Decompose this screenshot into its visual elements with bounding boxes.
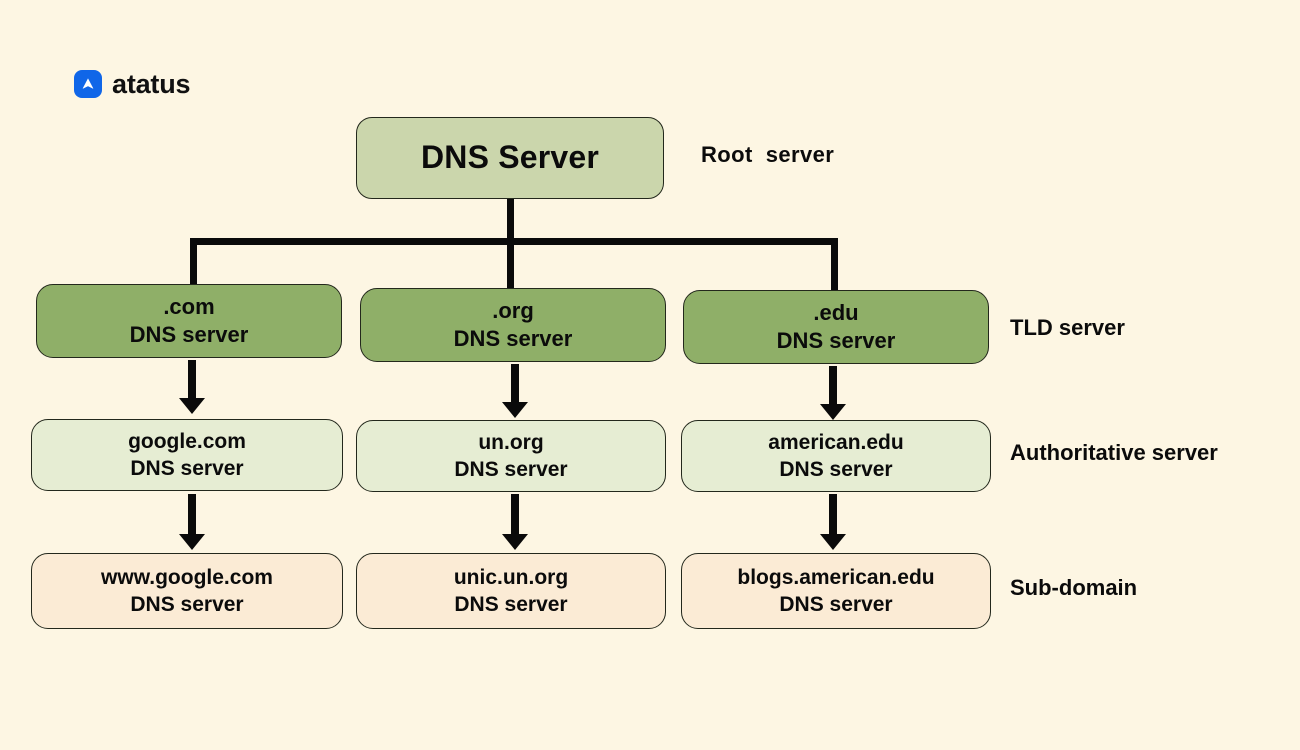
connector-drop-org: [507, 238, 514, 290]
node-root-label: DNS Server: [420, 139, 600, 176]
down-arrow-icon: [502, 494, 528, 550]
down-arrow-icon: [502, 364, 528, 420]
node-title: .edu: [813, 299, 859, 325]
tier-label-tld: TLD server: [1010, 315, 1125, 340]
brand-name: atatus: [112, 68, 191, 99]
node-title: blogs.american.edu: [737, 565, 935, 589]
node-subtitle: DNS server: [129, 321, 249, 347]
down-arrow-icon: [179, 494, 205, 550]
node-subtitle: DNS server: [453, 325, 573, 351]
down-arrow-icon: [179, 360, 205, 416]
node-root-dns-server[interactable]: DNS Server: [356, 117, 664, 199]
node-authoritative-un[interactable]: un.org DNS server: [356, 420, 666, 492]
node-subtitle: DNS server: [776, 327, 896, 353]
connector-horizontal-bus: [190, 238, 838, 245]
node-authoritative-american[interactable]: american.edu DNS server: [681, 420, 991, 492]
connector-drop-com: [190, 238, 197, 286]
down-arrow-icon: [820, 366, 846, 420]
node-subdomain-blogs-american[interactable]: blogs.american.edu DNS server: [681, 553, 991, 629]
node-title: .com: [163, 293, 215, 319]
node-subtitle: DNS server: [779, 592, 893, 616]
tier-label-subdomain: Sub-domain: [1010, 575, 1138, 600]
node-title: unic.un.org: [453, 565, 569, 589]
node-title: www.google.com: [101, 565, 273, 589]
node-subtitle: DNS server: [454, 457, 568, 481]
node-title: .org: [492, 297, 534, 323]
atatus-logo: atatus: [74, 68, 191, 99]
node-subdomain-unic-un[interactable]: unic.un.org DNS server: [356, 553, 666, 629]
connector-root-stem: [507, 199, 514, 244]
node-authoritative-google[interactable]: google.com DNS server: [31, 419, 343, 491]
node-tld-org[interactable]: .org DNS server: [360, 288, 666, 362]
down-arrow-icon: [820, 494, 846, 550]
node-title: un.org: [478, 430, 544, 454]
node-title: google.com: [128, 429, 246, 453]
node-title: american.edu: [768, 430, 904, 454]
node-subtitle: DNS server: [130, 592, 244, 616]
node-subtitle: DNS server: [454, 592, 568, 616]
tier-label-authoritative: Authoritative server: [1010, 440, 1218, 465]
node-tld-edu[interactable]: .edu DNS server: [683, 290, 989, 364]
node-tld-com[interactable]: .com DNS server: [36, 284, 342, 358]
node-subtitle: DNS server: [779, 457, 893, 481]
connector-drop-edu: [831, 238, 838, 292]
tier-label-root: Root server: [701, 142, 835, 167]
node-subdomain-www-google[interactable]: www.google.com DNS server: [31, 553, 343, 629]
node-subtitle: DNS server: [130, 456, 244, 480]
atatus-triangle-logo-icon: [74, 70, 102, 98]
